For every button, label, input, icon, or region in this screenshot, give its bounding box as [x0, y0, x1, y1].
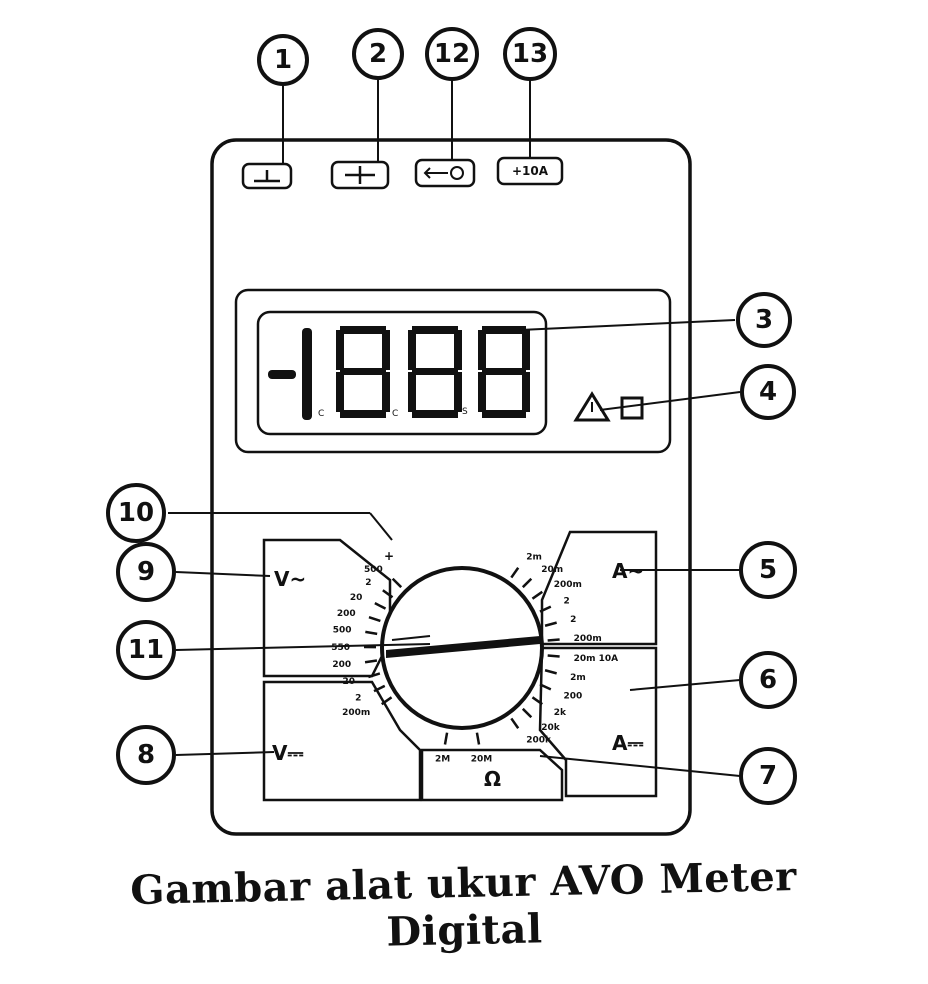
- dial-range-label: 20: [350, 593, 363, 603]
- svg-text:10: 10: [118, 498, 154, 528]
- svg-text:6: 6: [759, 665, 777, 695]
- mode-ohm: Ω: [484, 767, 501, 791]
- svg-text:4: 4: [759, 377, 777, 407]
- meter-body: [210, 138, 692, 836]
- dial-range-label: 500: [333, 626, 352, 636]
- dial-range-label: 200: [332, 660, 351, 670]
- svg-text:13: 13: [512, 39, 548, 69]
- svg-text:2: 2: [369, 39, 387, 69]
- dial-tick: [531, 696, 543, 706]
- dial-tick: [510, 567, 520, 579]
- dial-range-label: 550: [331, 643, 350, 653]
- figure-caption: Gambar alat ukur AVO Meter Digital: [129, 853, 798, 956]
- jack-positive: [330, 160, 390, 190]
- callout-1: 1: [257, 34, 309, 86]
- dial-range-label: 2m: [526, 552, 542, 562]
- callout-9: 9: [116, 542, 176, 602]
- callout-4: 4: [740, 364, 796, 420]
- dial-tick: [547, 638, 560, 642]
- svg-text:1: 1: [274, 45, 292, 75]
- dial-range-label: 200m: [554, 580, 582, 590]
- lcd-sub-c1: C: [318, 409, 324, 419]
- svg-text:8: 8: [137, 740, 155, 770]
- svg-text:3: 3: [755, 305, 773, 335]
- mode-dc-amp: A⎓: [612, 731, 643, 755]
- callout-13: 13: [503, 27, 557, 81]
- dial-range-label: 2m: [570, 673, 586, 683]
- dial-range-label: 2M: [435, 754, 450, 764]
- svg-text:5: 5: [759, 555, 777, 585]
- jack-10a: +10A: [496, 156, 564, 186]
- dial-range-label: 500: [364, 565, 383, 575]
- dial-tick: [547, 654, 560, 658]
- warning-triangle-icon: [573, 391, 611, 422]
- jack-transistor: [414, 158, 476, 188]
- dial-tick: [374, 602, 387, 610]
- svg-text:12: 12: [434, 39, 470, 69]
- dial-tick: [521, 577, 533, 589]
- jack-10a-label: +10A: [512, 164, 549, 178]
- lcd-window: [256, 310, 548, 436]
- dial-tick: [521, 707, 533, 719]
- dial-tick: [544, 669, 557, 675]
- callout-11: 11: [116, 620, 176, 680]
- dial-range-label: 200m: [574, 634, 602, 644]
- dial-range-label: 20m: [541, 565, 563, 575]
- dial-range-label: 20m 10A: [574, 654, 619, 664]
- dial-tick: [539, 605, 552, 613]
- dial-range-label: 200m: [342, 708, 370, 718]
- dial-tick: [443, 732, 449, 745]
- selector-panel: [262, 530, 658, 802]
- dial-range-label: 20M: [471, 754, 493, 764]
- callout-10: 10: [106, 483, 166, 543]
- dial-tick: [373, 684, 386, 693]
- dial-range-label: 2: [355, 693, 361, 703]
- mode-dc-volt: V⎓: [272, 741, 303, 765]
- dial-range-label: 2: [365, 578, 371, 588]
- dial-tick: [531, 590, 543, 600]
- dial-tick: [381, 696, 393, 706]
- callout-6: 6: [739, 651, 797, 709]
- dial-tick: [539, 683, 552, 691]
- callout-5: 5: [739, 541, 797, 599]
- dial-range-label: 2: [564, 597, 570, 607]
- dial-tick: [365, 630, 378, 636]
- svg-text:9: 9: [137, 557, 155, 587]
- dial-tick: [544, 621, 557, 627]
- dial-tick: [391, 577, 403, 589]
- dial-range-label: 2: [570, 615, 576, 625]
- dial-tick: [364, 659, 378, 664]
- dial-range-label: 200: [337, 609, 356, 619]
- callout-12: 12: [425, 27, 479, 81]
- dial-range-label: 200k: [526, 736, 552, 746]
- svg-text:7: 7: [759, 761, 777, 791]
- dial-tick: [475, 732, 481, 745]
- jack-common: [241, 162, 293, 190]
- dial-range-label: 20k: [541, 723, 561, 733]
- dial-tick: [382, 589, 394, 599]
- lcd-sub-c2: C: [392, 409, 398, 419]
- dial-off-mark: +: [384, 549, 394, 563]
- callout-3: 3: [736, 292, 792, 348]
- dial-tick: [368, 672, 381, 679]
- dial-range-labels: 500220200500550200202200m2m20m200m22200m…: [331, 552, 618, 764]
- leader-lines: [168, 78, 741, 777]
- dial-range-label: 20: [342, 677, 355, 687]
- lcd-sub-s: S: [462, 407, 468, 417]
- lcd-digits: C C S: [268, 326, 530, 420]
- callout-2: 2: [352, 28, 404, 80]
- callout-7: 7: [739, 747, 797, 805]
- dial-range-label: 200: [564, 691, 583, 701]
- dial-range-label: 2k: [554, 708, 567, 718]
- svg-text:11: 11: [128, 635, 164, 665]
- callout-8: 8: [116, 725, 176, 785]
- dial-pointer: [386, 635, 540, 658]
- dial-tick: [368, 615, 381, 623]
- display-panel: [234, 288, 672, 454]
- dial-tick: [510, 717, 520, 729]
- mode-ac-volt: V~: [274, 567, 306, 591]
- dial-ticks: [363, 567, 560, 745]
